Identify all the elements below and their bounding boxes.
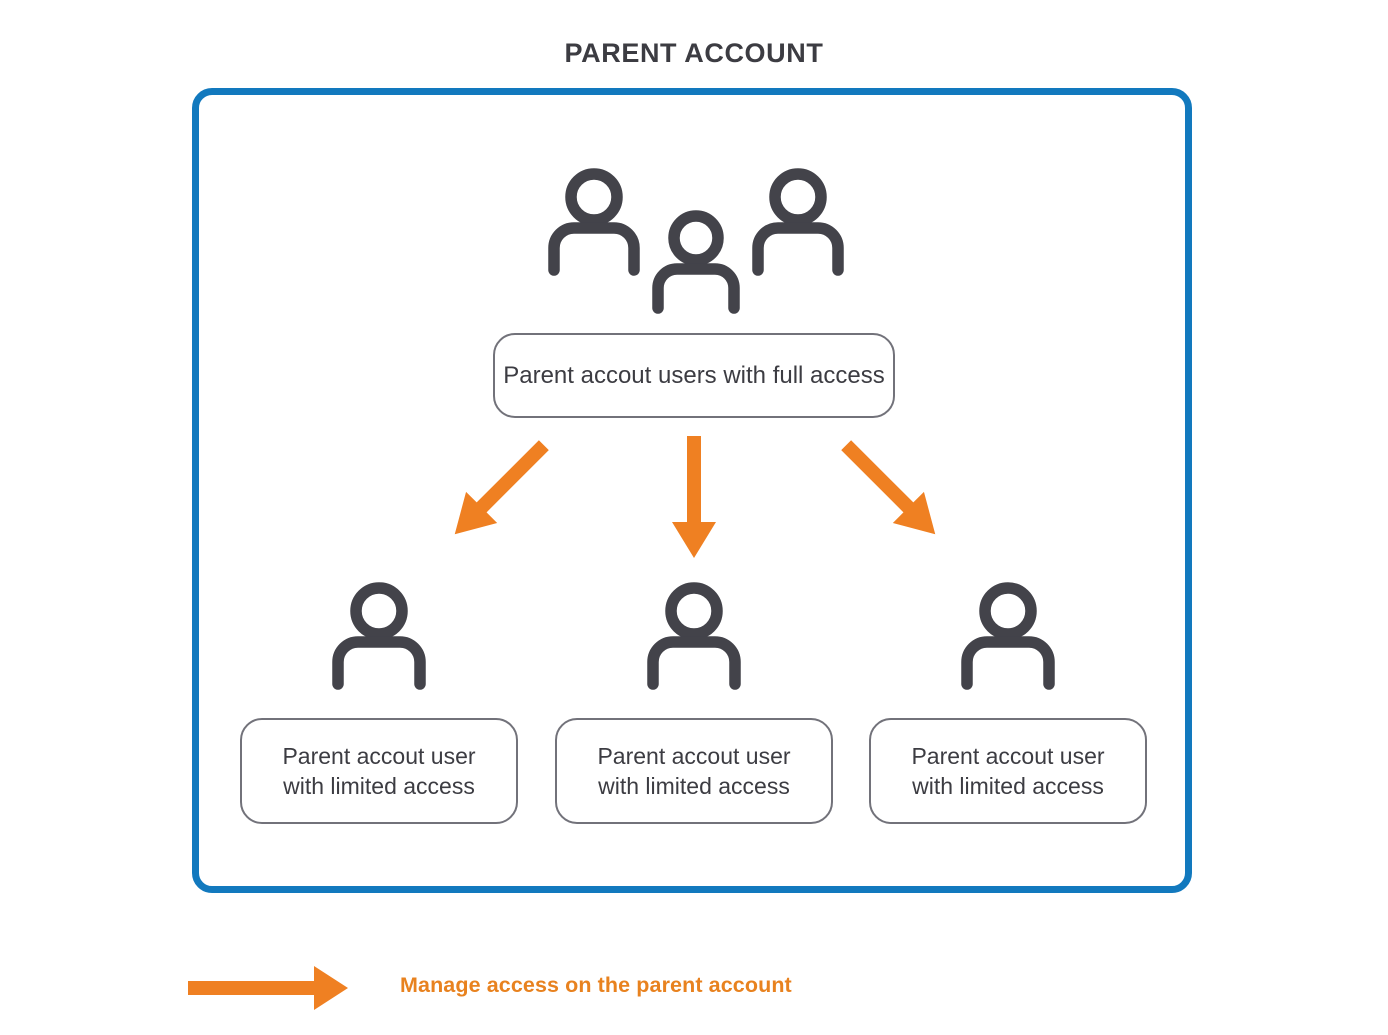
three-people-glyph — [548, 168, 844, 314]
child-user-label-box: Parent accout user with limited access — [240, 718, 518, 824]
person-icon — [640, 580, 748, 690]
child-user-label-line2: with limited access — [912, 773, 1104, 799]
child-user-label-line1: Parent accout user — [282, 742, 476, 769]
child-user-label-line1: Parent accout user — [597, 742, 791, 769]
parent-users-label-box: Parent accout users with full access — [493, 333, 895, 418]
child-user-label-line2: with limited access — [598, 773, 790, 799]
parent-users-label-text: Parent accout users with full access — [503, 361, 885, 389]
person-glyph — [961, 582, 1055, 690]
three-people-icon — [536, 160, 856, 320]
child-user-label-line2: with limited access — [283, 773, 475, 799]
person-glyph — [647, 582, 741, 690]
person-icon — [325, 580, 433, 690]
child-user-label-box: Parent accout user with limited access — [555, 718, 833, 824]
person-icon — [954, 580, 1062, 690]
legend-arrow-right-icon — [188, 966, 348, 1010]
child-user-label-line1: Parent accout user — [911, 742, 1105, 769]
child-user-label-box: Parent accout user with limited access — [869, 718, 1147, 824]
legend-label: Manage access on the parent account — [400, 973, 792, 997]
page-title: PARENT ACCOUNT — [564, 38, 824, 68]
person-glyph — [332, 582, 426, 690]
legend: Manage access on the parent account — [186, 960, 1086, 1020]
